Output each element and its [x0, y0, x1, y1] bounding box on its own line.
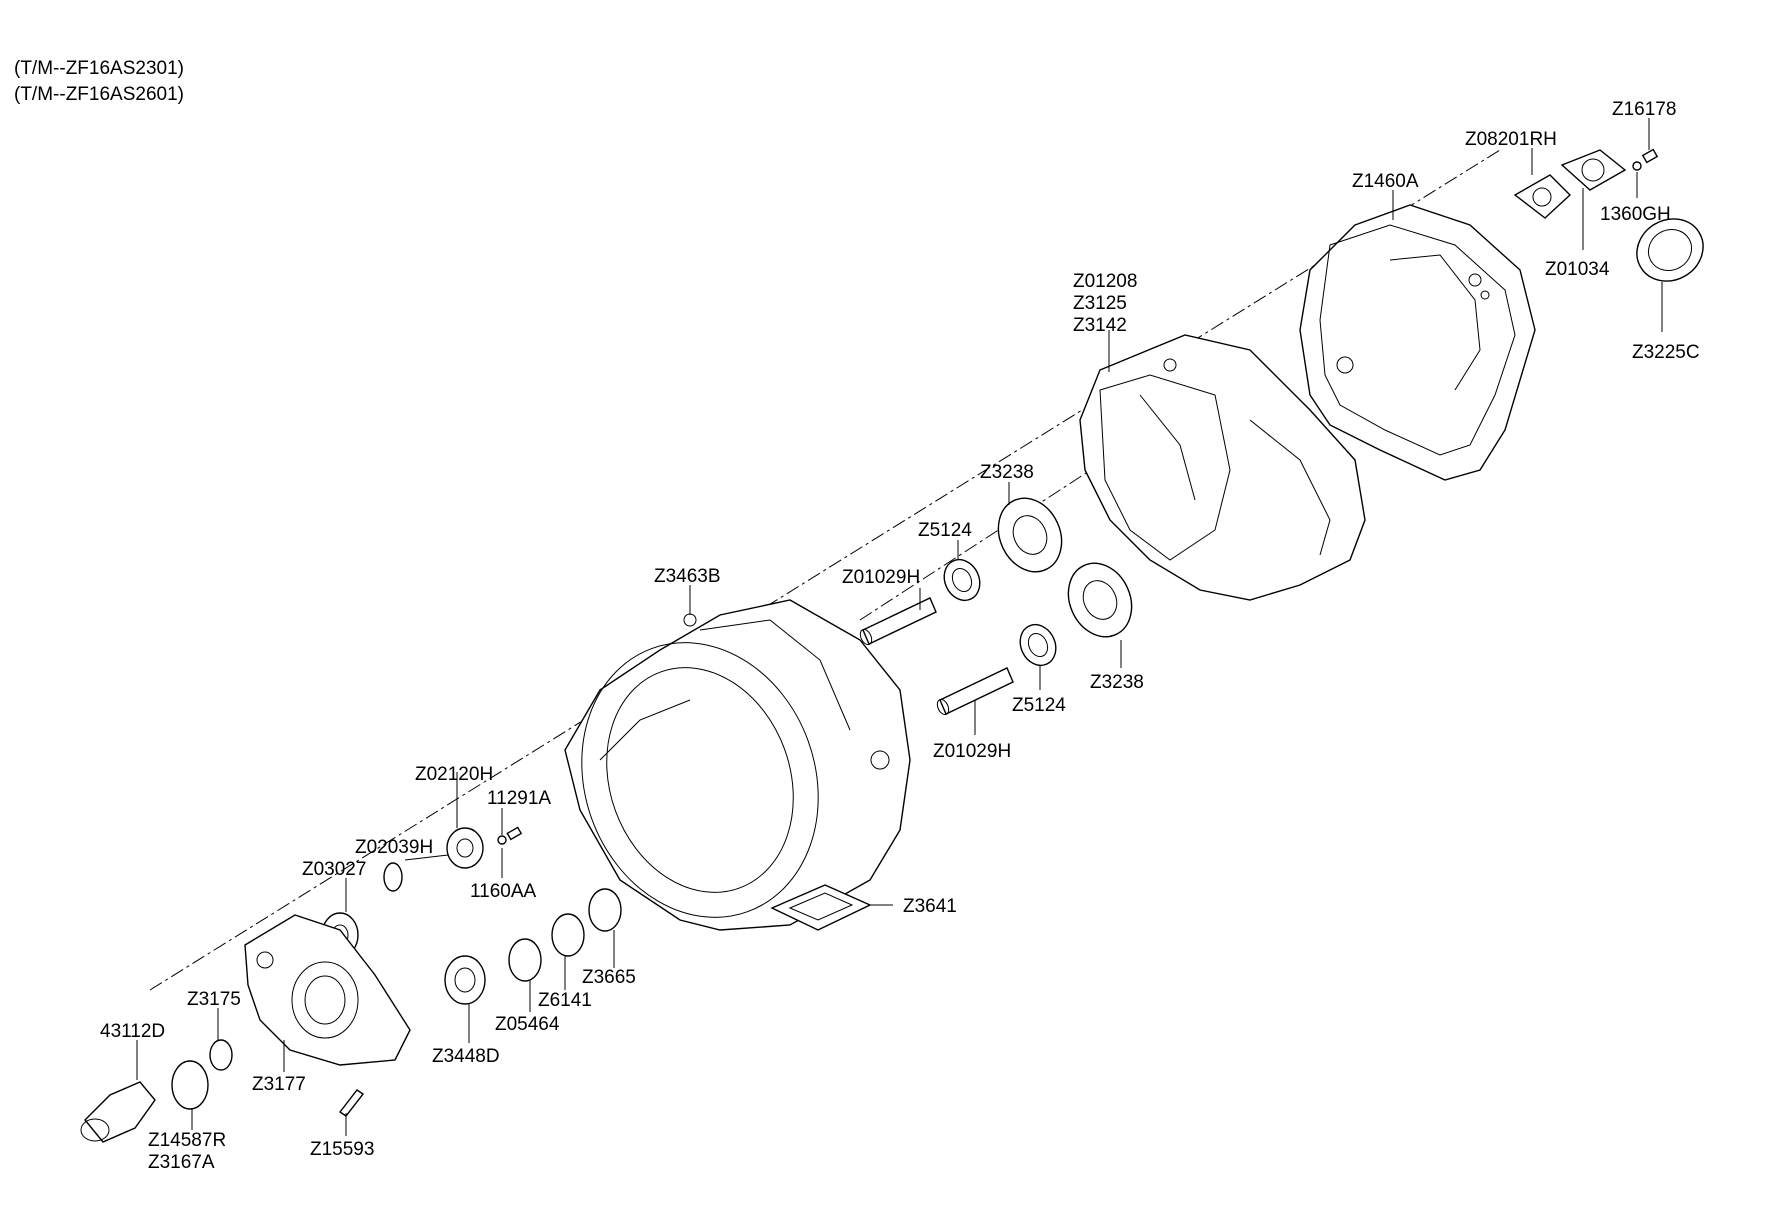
small-washer[interactable]: [497, 835, 507, 845]
label-z01029h-bottom: Z01029H: [933, 741, 1011, 762]
label-z01029h-top: Z01029H: [842, 567, 920, 588]
front-bolt[interactable]: [338, 1089, 365, 1117]
rear-housing[interactable]: [1299, 204, 1536, 481]
oil-seal-plate[interactable]: [1513, 174, 1572, 219]
model-code-line-2: (T/M--ZF16AS2601): [14, 84, 184, 105]
clutch-housing[interactable]: [544, 599, 911, 951]
gear-lower[interactable]: [1057, 553, 1143, 647]
rear-bolt[interactable]: [1641, 148, 1659, 164]
label-z3463b: Z3463B: [654, 566, 721, 587]
piston[interactable]: [444, 955, 486, 1005]
snap-ring-3[interactable]: [588, 888, 622, 932]
label-z08201rh: Z08201RH: [1465, 129, 1557, 150]
main-axis: [149, 149, 1501, 991]
label-z3177: Z3177: [252, 1074, 306, 1095]
label-z5124-bottom: Z5124: [1012, 695, 1066, 716]
label-z6141: Z6141: [538, 990, 592, 1011]
label-z3665: Z3665: [582, 967, 636, 988]
label-z3125: Z3125: [1073, 293, 1127, 314]
pin-shaft-lower[interactable]: [935, 667, 1014, 716]
snap-ring-2[interactable]: [551, 913, 585, 957]
snap-ring-1[interactable]: [508, 938, 542, 982]
gear-upper[interactable]: [987, 488, 1073, 582]
small-bolt[interactable]: [506, 826, 523, 841]
label-z15593: Z15593: [310, 1139, 374, 1160]
oil-pump-cover[interactable]: [446, 827, 484, 869]
label-z3175: Z3175: [187, 989, 241, 1010]
label-1160aa: 1160AA: [470, 881, 537, 902]
label-z1460a: Z1460A: [1352, 171, 1419, 192]
flange-plate[interactable]: [1560, 149, 1627, 191]
label-z02120h: Z02120H: [415, 764, 493, 785]
needle-bearing-upper[interactable]: [938, 554, 987, 606]
label-1360gh: 1360GH: [1600, 204, 1671, 225]
bearing[interactable]: [1626, 207, 1715, 293]
label-z3225c: Z3225C: [1632, 342, 1700, 363]
label-z01034: Z01034: [1545, 259, 1610, 280]
label-z3167a: Z3167A: [148, 1152, 215, 1173]
label-z3142: Z3142: [1073, 315, 1127, 336]
pin-shaft-upper[interactable]: [858, 597, 937, 646]
main-housing[interactable]: [1079, 334, 1366, 601]
label-z3238-top: Z3238: [980, 462, 1034, 483]
label-43112d: 43112D: [100, 1021, 165, 1042]
label-z03027: Z03027: [302, 859, 366, 880]
label-z16178: Z16178: [1612, 99, 1676, 120]
pump-gear[interactable]: [383, 862, 403, 892]
label-11291a: 11291A: [487, 788, 551, 809]
secondary-axis: [859, 359, 1261, 621]
label-z14587r: Z14587R: [148, 1130, 226, 1151]
label-z3641: Z3641: [903, 896, 957, 917]
model-code-line-1: (T/M--ZF16AS2301): [14, 58, 184, 79]
label-z01208: Z01208: [1073, 271, 1137, 292]
label-z3448d: Z3448D: [432, 1046, 500, 1067]
needle-bearing-lower[interactable]: [1014, 619, 1063, 671]
seal-gasket[interactable]: [171, 1060, 209, 1110]
label-z3238-bottom: Z3238: [1090, 672, 1144, 693]
label-z05464: Z05464: [495, 1014, 560, 1035]
washer-small[interactable]: [1632, 161, 1642, 171]
leader-z02039h: [404, 854, 449, 861]
front-cover[interactable]: [244, 914, 411, 1066]
o-ring[interactable]: [209, 1039, 233, 1071]
label-z02039h: Z02039H: [355, 837, 433, 858]
label-z5124-top: Z5124: [918, 520, 972, 541]
release-sleeve[interactable]: [80, 1081, 156, 1143]
